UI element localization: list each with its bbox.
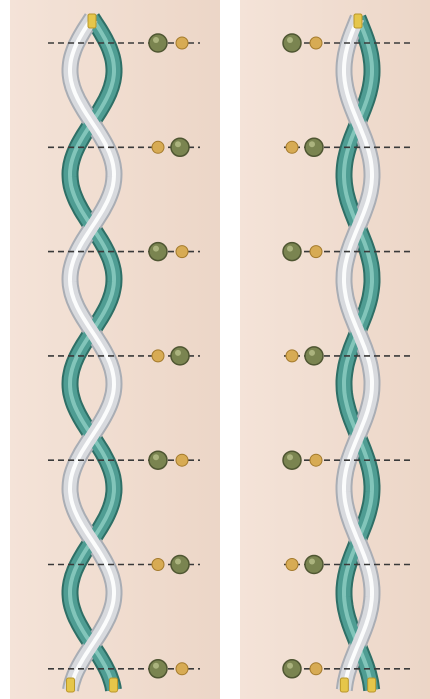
small-dot — [152, 350, 164, 362]
large-dot-shine — [309, 559, 315, 565]
large-dot-shine — [309, 350, 315, 356]
small-dot — [286, 350, 298, 362]
right-background — [240, 0, 430, 699]
large-dot-shine — [309, 141, 315, 147]
large-dot-shine — [153, 454, 159, 460]
small-dot — [176, 37, 188, 49]
conductor-end-cap — [109, 678, 117, 692]
large-dot-shine — [287, 37, 293, 43]
large-dot — [149, 243, 167, 261]
large-dot — [283, 243, 301, 261]
small-dot — [310, 37, 322, 49]
large-dot-shine — [175, 141, 181, 147]
large-dot — [283, 451, 301, 469]
small-dot — [176, 663, 188, 675]
small-dot — [152, 141, 164, 153]
large-dot-shine — [287, 246, 293, 252]
small-dot — [286, 141, 298, 153]
large-dot-shine — [153, 246, 159, 252]
conductor-end-cap — [368, 678, 376, 692]
conductor-end-cap — [354, 14, 362, 28]
large-dot — [305, 347, 323, 365]
large-dot-shine — [175, 559, 181, 565]
left-panel — [0, 0, 220, 699]
large-dot — [283, 34, 301, 52]
large-dot — [283, 660, 301, 678]
small-dot — [152, 559, 164, 571]
conductor-end-cap — [67, 678, 75, 692]
large-dot-shine — [287, 663, 293, 669]
large-dot-shine — [153, 663, 159, 669]
large-dot — [305, 556, 323, 574]
large-dot-shine — [153, 37, 159, 43]
large-dot — [149, 660, 167, 678]
large-dot — [149, 451, 167, 469]
small-dot — [176, 246, 188, 258]
conductor-end-cap — [88, 14, 96, 28]
large-dot — [171, 347, 189, 365]
small-dot — [286, 559, 298, 571]
small-dot — [310, 454, 322, 466]
left-helix-svg — [0, 0, 220, 699]
large-dot — [149, 34, 167, 52]
right-helix-svg — [240, 0, 430, 699]
large-dot-shine — [175, 350, 181, 356]
large-dot-shine — [287, 454, 293, 460]
large-dot — [171, 138, 189, 156]
large-dot — [305, 138, 323, 156]
small-dot — [310, 246, 322, 258]
small-dot — [310, 663, 322, 675]
large-dot — [171, 556, 189, 574]
conductor-end-cap — [340, 678, 348, 692]
right-panel — [240, 0, 430, 699]
small-dot — [176, 454, 188, 466]
